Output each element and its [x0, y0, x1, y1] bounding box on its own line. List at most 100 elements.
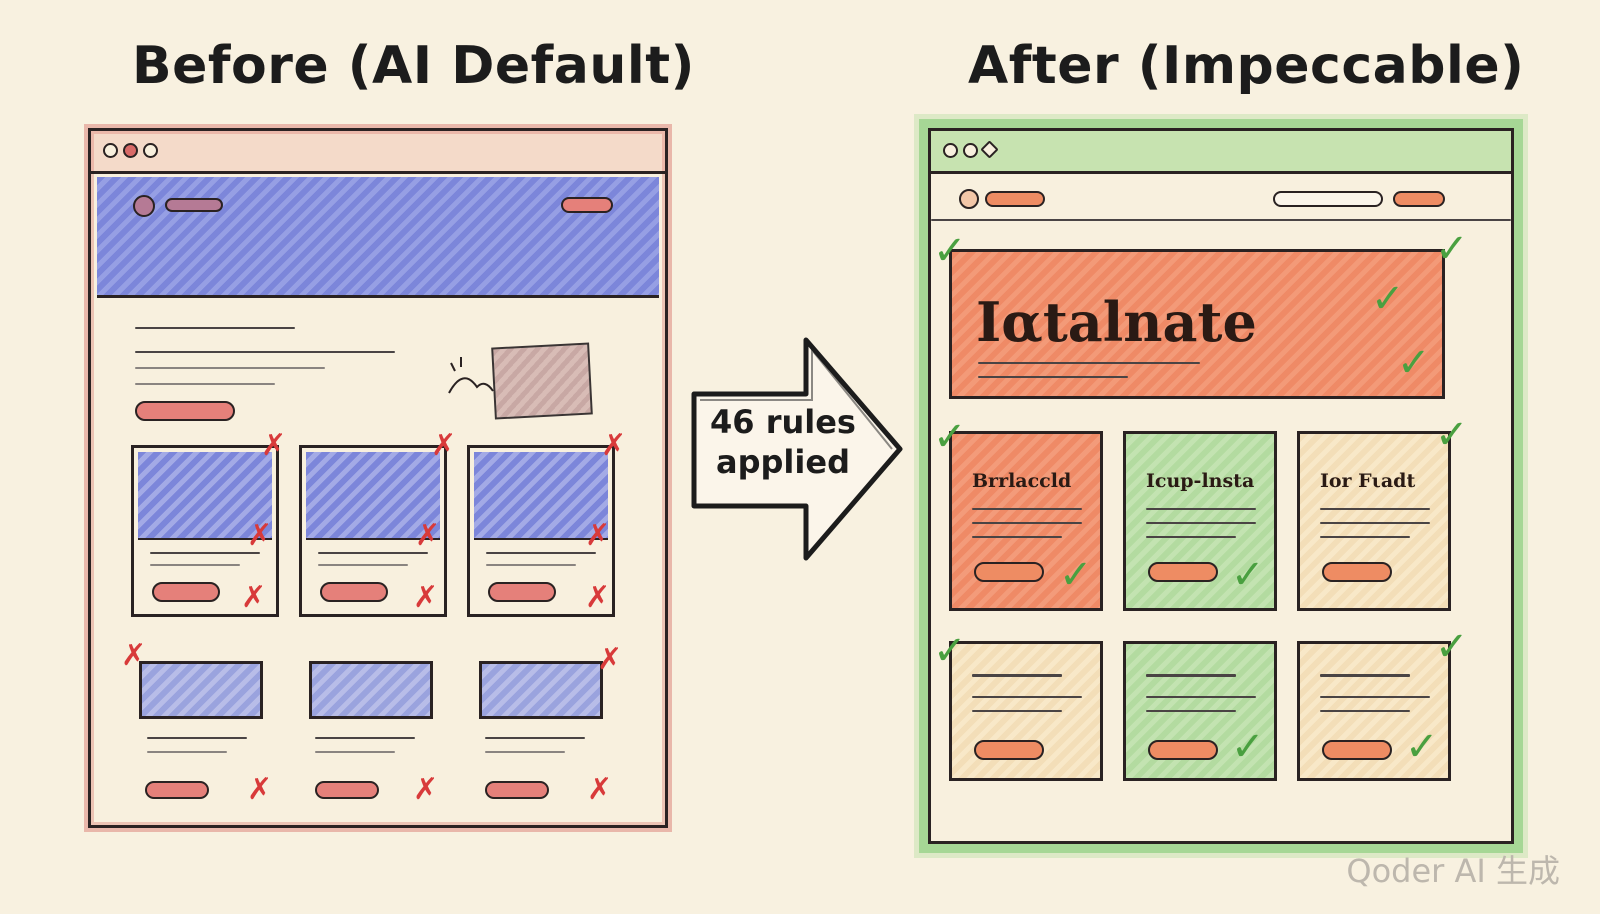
after-browser-mockup: Iαtalnate Brrlaccld Icup-lnsta Ior Fιadt [928, 128, 1514, 844]
text-line [135, 327, 295, 329]
arrow-label: 46 rules applied [708, 402, 858, 482]
before-title: Before (AI Default) [132, 36, 695, 96]
text-line [978, 362, 1200, 364]
text-line [978, 376, 1128, 378]
text-line [1320, 696, 1430, 698]
card-button [145, 781, 209, 799]
error-x-icon: ✗ [431, 428, 457, 463]
text-line [135, 351, 395, 353]
arrow-label-line-2: applied [716, 443, 850, 481]
window-dot-icon [103, 143, 118, 158]
window-dot-icon [143, 143, 158, 158]
card-button [1148, 562, 1218, 582]
text-line [150, 564, 240, 566]
error-x-icon: ✗ [587, 772, 613, 807]
text-line [135, 367, 325, 369]
text-line [318, 552, 428, 554]
card-button [1148, 740, 1218, 760]
search-field [1273, 191, 1383, 207]
text-line [1320, 508, 1430, 510]
card-title-line [972, 674, 1062, 677]
before-browser-mockup: ✗ ✗ ✗ ✗ ✗ ✗ ✗ ✗ ✗ ✗ ✗ ✗ ✗ ✗ [88, 128, 668, 828]
after-card: Brrlaccld [949, 431, 1103, 611]
text-line [150, 552, 260, 554]
logo-icon [959, 189, 979, 209]
text-line [135, 383, 275, 385]
window-dot-icon [123, 143, 138, 158]
after-title: After (Impeccable) [968, 36, 1525, 96]
card-title: Brrlaccld [972, 470, 1072, 492]
approved-check-icon: ✓ [933, 414, 967, 460]
arrow-label-line-1: 46 rules [710, 403, 856, 441]
error-x-icon: ✗ [597, 642, 623, 677]
image-placeholder [309, 661, 433, 719]
error-x-icon: ✗ [601, 428, 627, 463]
hero-heading: Iαtalnate [976, 290, 1257, 354]
before-card [467, 445, 615, 617]
text-line [318, 564, 408, 566]
error-x-icon: ✗ [413, 772, 439, 807]
text-line [972, 696, 1082, 698]
approved-check-icon: ✓ [1397, 340, 1431, 386]
text-line [1320, 536, 1410, 538]
approved-check-icon: ✓ [1059, 552, 1093, 598]
approved-check-icon: ✓ [1231, 552, 1265, 598]
approved-check-icon: ✓ [1435, 412, 1469, 458]
card-button [974, 740, 1044, 760]
text-line [1146, 536, 1236, 538]
after-card: Icup-lnsta [1123, 431, 1277, 611]
before-card [131, 445, 279, 617]
card-button [485, 781, 549, 799]
after-card [1123, 641, 1277, 781]
error-x-icon: ✗ [413, 580, 439, 615]
text-line [972, 710, 1062, 712]
after-card: Ior Fιadt [1297, 431, 1451, 611]
card-button [1322, 562, 1392, 582]
text-line [485, 737, 585, 739]
header-button [1393, 191, 1445, 207]
card-title-line [1320, 674, 1410, 677]
card-button [152, 582, 220, 602]
before-card [299, 445, 447, 617]
text-line [1146, 508, 1256, 510]
card-title-line [1146, 674, 1236, 677]
text-line [486, 564, 576, 566]
text-line [1320, 522, 1430, 524]
text-line [1320, 710, 1410, 712]
approved-check-icon: ✓ [1435, 624, 1469, 670]
text-line [972, 536, 1062, 538]
text-line [147, 737, 247, 739]
card-button [488, 582, 556, 602]
card-image [306, 452, 440, 540]
approved-check-icon: ✓ [1371, 276, 1405, 322]
text-line [972, 522, 1082, 524]
error-x-icon: ✗ [121, 638, 147, 673]
text-line [486, 552, 596, 554]
text-line [1146, 696, 1256, 698]
before-hero-banner [97, 177, 659, 298]
text-line [315, 737, 415, 739]
approved-check-icon: ✓ [1405, 724, 1439, 770]
text-line [972, 508, 1082, 510]
nav-link [165, 198, 223, 212]
text-line [1146, 522, 1256, 524]
nav-link [985, 191, 1045, 207]
after-browser-chrome [931, 131, 1511, 174]
window-dot-icon [943, 143, 958, 158]
text-line [147, 751, 227, 753]
card-button [320, 582, 388, 602]
image-placeholder [139, 661, 263, 719]
error-x-icon: ✗ [247, 518, 273, 553]
after-card [1297, 641, 1451, 781]
approved-check-icon: ✓ [1231, 724, 1265, 770]
error-x-icon: ✗ [585, 580, 611, 615]
window-dot-icon [980, 140, 999, 159]
approved-check-icon: ✓ [1435, 226, 1469, 272]
card-button [1322, 740, 1392, 760]
error-x-icon: ✗ [415, 518, 441, 553]
approved-check-icon: ✓ [933, 628, 967, 674]
approved-check-icon: ✓ [933, 228, 967, 274]
logo-icon [133, 195, 155, 217]
card-image [474, 452, 608, 540]
after-hero-banner: Iαtalnate [949, 249, 1445, 399]
